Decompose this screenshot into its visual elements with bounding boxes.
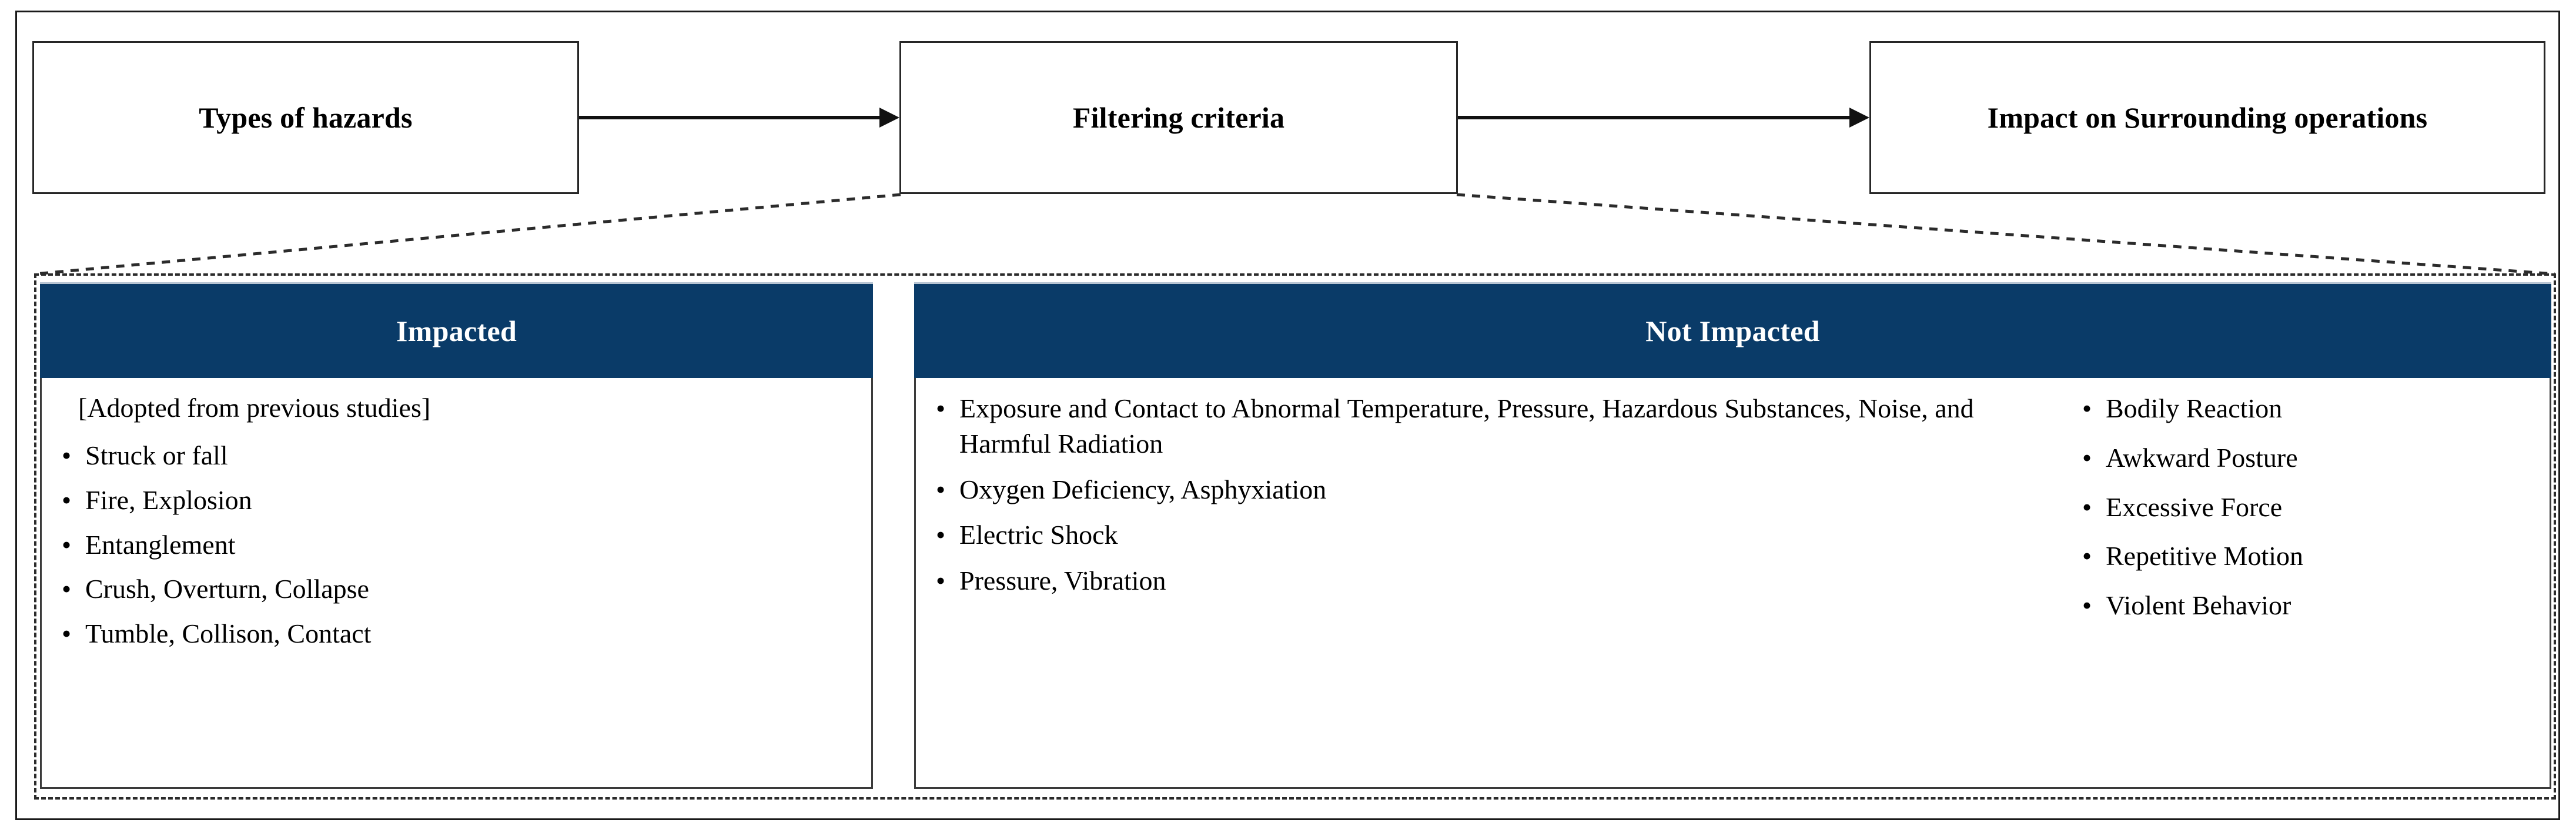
bullet-icon: • — [62, 618, 72, 649]
bullet-icon: • — [62, 529, 72, 560]
flow-box-impact-on-surrounding-operations: Impact on Surrounding operations — [1869, 41, 2545, 194]
bullet-icon: • — [936, 520, 946, 550]
list-item-label: Violent Behavior — [2106, 590, 2291, 621]
list-item-label: Pressure, Vibration — [959, 566, 1166, 596]
bullet-icon: • — [2082, 393, 2092, 423]
arrow-shaft — [579, 116, 881, 119]
arrow-hazards-to-filtering — [579, 108, 899, 128]
bullet-icon: • — [936, 474, 946, 504]
bullet-icon: • — [62, 484, 72, 515]
arrow-shaft — [1458, 116, 1851, 119]
panel-body-not-impacted: • Exposure and Contact to Abnormal Tempe… — [914, 378, 2551, 789]
list-item-label: Struck or fall — [85, 440, 228, 470]
panel-header-impacted: Impacted — [40, 282, 873, 378]
list-item: • Awkward Posture — [2077, 440, 2534, 476]
list-item: • Electric Shock — [931, 517, 2062, 553]
list-item-label: Awkward Posture — [2106, 442, 2298, 473]
list-item-label: Tumble, Collison, Contact — [85, 618, 372, 649]
list-item: • Repetitive Motion — [2077, 539, 2534, 574]
not-impacted-column-right: • Bodily Reaction • Awkward Posture • Ex… — [2077, 391, 2534, 637]
arrow-filtering-to-impact — [1458, 108, 1869, 128]
impacted-hazard-list: • Struck or fall • Fire, Explosion • Ent… — [57, 438, 856, 651]
list-item-label: Entanglement — [85, 529, 236, 560]
bullet-icon: • — [936, 393, 946, 423]
list-item-label: Bodily Reaction — [2106, 393, 2283, 423]
panel-body-impacted: [Adopted from previous studies] • Struck… — [40, 378, 873, 789]
not-impacted-hazard-list-right: • Bodily Reaction • Awkward Posture • Ex… — [2077, 391, 2534, 623]
not-impacted-column-left: • Exposure and Contact to Abnormal Tempe… — [931, 391, 2077, 609]
panel-not-impacted: Not Impacted • Exposure and Contact to A… — [914, 282, 2551, 789]
not-impacted-hazard-list-left: • Exposure and Contact to Abnormal Tempe… — [931, 391, 2062, 598]
list-item: • Exposure and Contact to Abnormal Tempe… — [931, 391, 2062, 462]
list-item-label: Excessive Force — [2106, 491, 2283, 522]
list-item: • Oxygen Deficiency, Asphyxiation — [931, 472, 2062, 507]
panel-header-not-impacted: Not Impacted — [914, 282, 2551, 378]
arrow-head-icon — [1849, 108, 1869, 128]
list-item: • Fire, Explosion — [57, 483, 856, 518]
list-item-label: Electric Shock — [959, 520, 1118, 550]
bullet-icon: • — [936, 566, 946, 596]
arrow-head-icon — [879, 108, 899, 128]
bullet-icon: • — [62, 440, 72, 470]
flow-box-types-of-hazards: Types of hazards — [32, 41, 579, 194]
impacted-source-note: [Adopted from previous studies] — [78, 393, 431, 423]
flow-box-label-filtering-criteria: Filtering criteria — [1072, 101, 1285, 134]
list-item: • Excessive Force — [2077, 490, 2534, 525]
list-item-label: Fire, Explosion — [85, 484, 252, 515]
list-item-label: Exposure and Contact to Abnormal Tempera… — [959, 393, 1988, 459]
flow-box-filtering-criteria: Filtering criteria — [899, 41, 1458, 194]
page-frame — [15, 11, 2560, 820]
list-item: • Crush, Overturn, Collapse — [57, 571, 856, 607]
flow-box-label-types-of-hazards: Types of hazards — [199, 101, 413, 134]
list-item: • Tumble, Collison, Contact — [57, 616, 856, 651]
list-item: • Entanglement — [57, 527, 856, 563]
list-item-label: Crush, Overturn, Collapse — [85, 574, 369, 604]
bullet-icon: • — [2082, 442, 2092, 473]
list-item-label: Repetitive Motion — [2106, 541, 2304, 571]
list-item: • Violent Behavior — [2077, 588, 2534, 623]
panel-impacted: Impacted [Adopted from previous studies]… — [40, 282, 873, 789]
bullet-icon: • — [2082, 590, 2092, 621]
flow-box-label-impact-on-surrounding-operations: Impact on Surrounding operations — [1987, 101, 2428, 134]
list-item-label: Oxygen Deficiency, Asphyxiation — [959, 474, 1327, 504]
criteria-container — [34, 273, 2556, 800]
list-item: • Struck or fall — [57, 438, 856, 473]
bullet-icon: • — [2082, 541, 2092, 571]
list-item: • Pressure, Vibration — [931, 563, 2062, 598]
bullet-icon: • — [62, 574, 72, 604]
not-impacted-columns: • Exposure and Contact to Abnormal Tempe… — [931, 391, 2534, 637]
list-item: • Bodily Reaction — [2077, 391, 2534, 426]
bullet-icon: • — [2082, 491, 2092, 522]
